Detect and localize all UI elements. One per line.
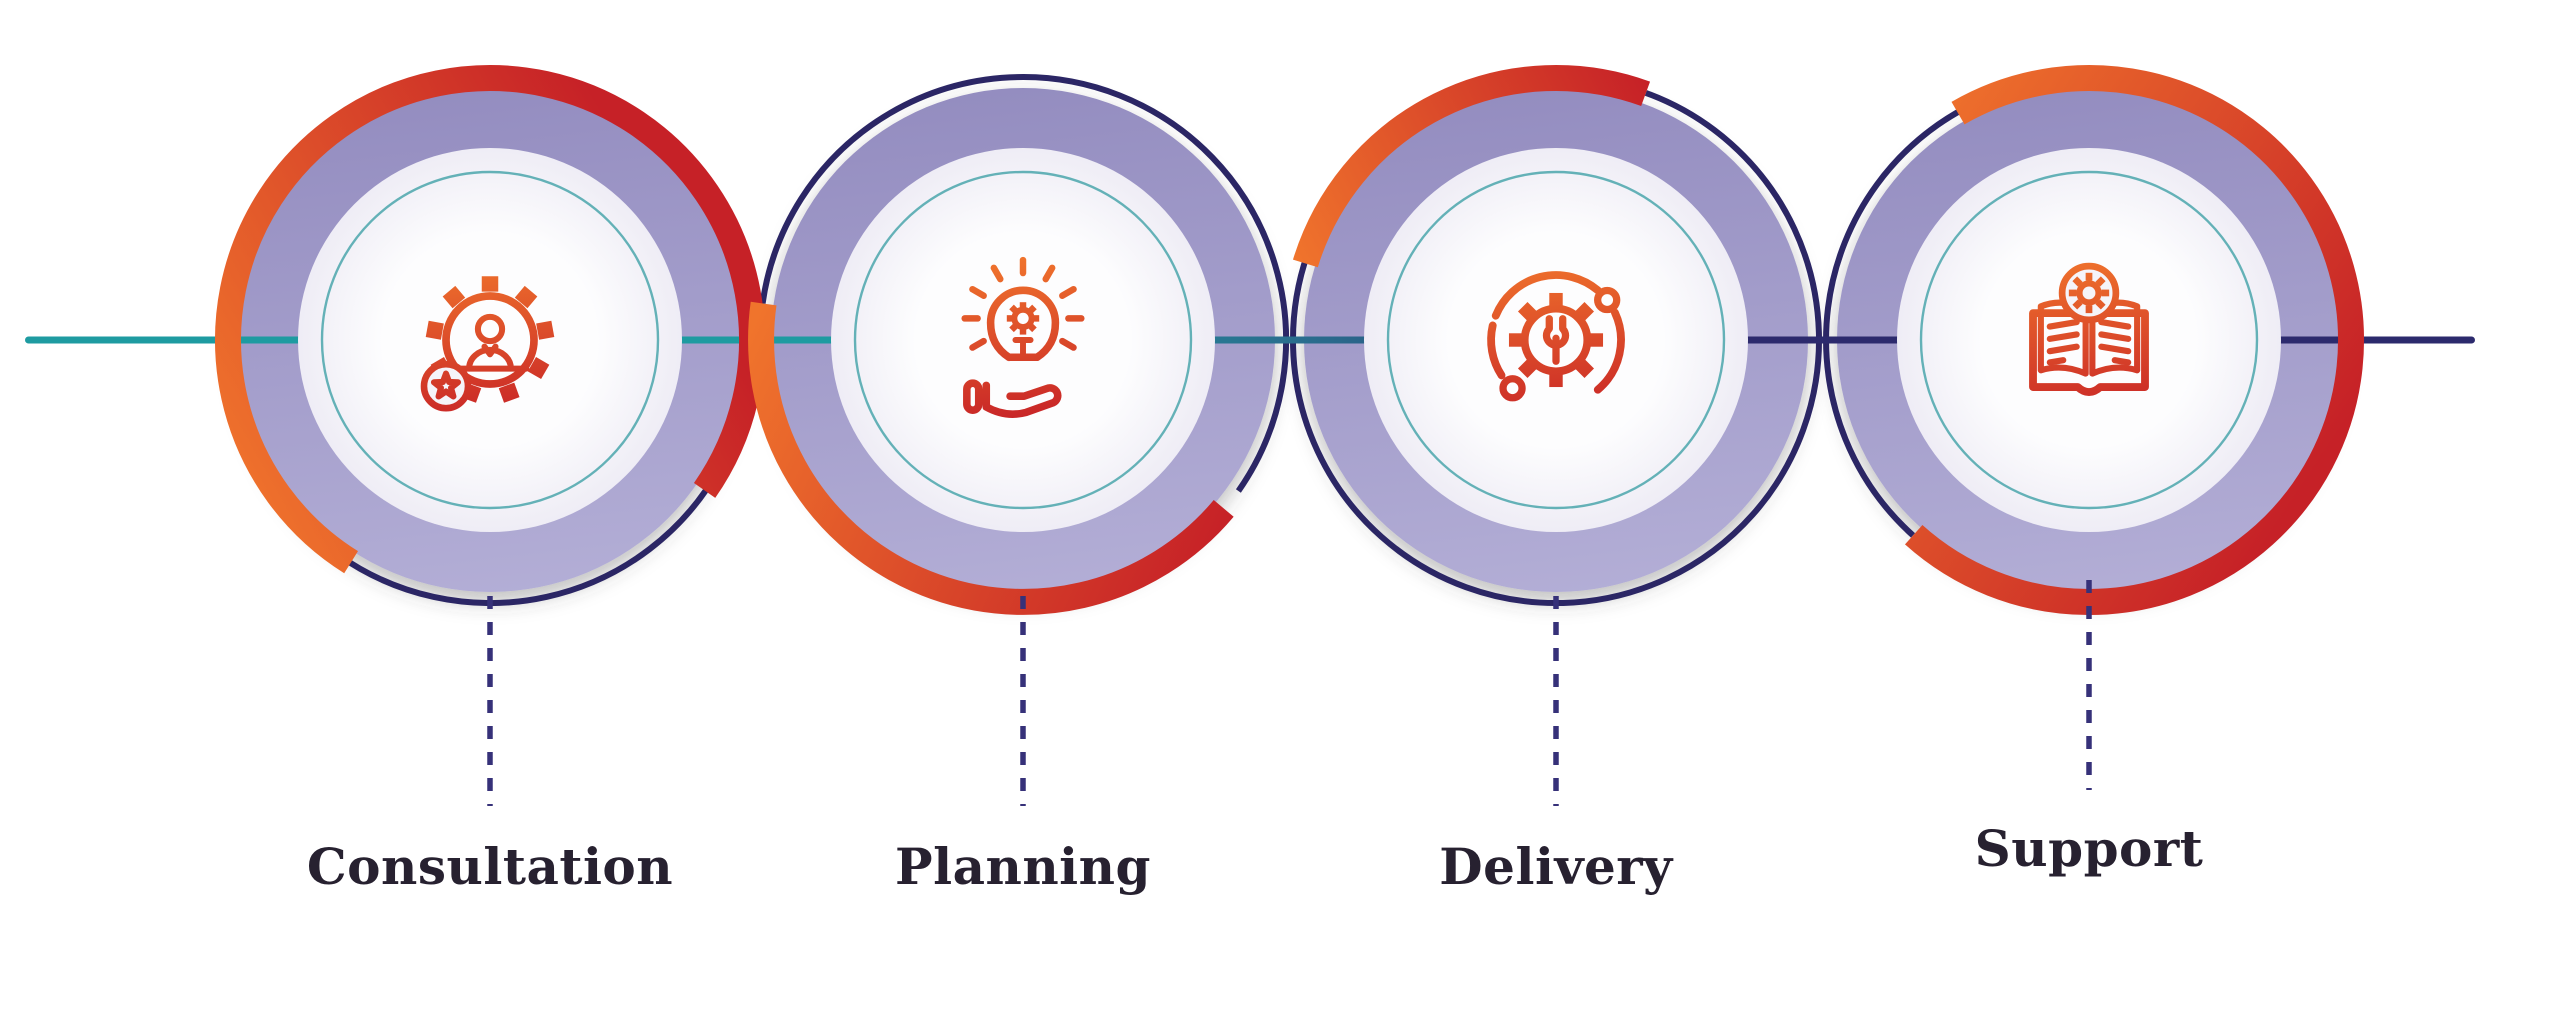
step-planning xyxy=(831,148,1215,532)
step-label-support: Support xyxy=(1975,819,2204,878)
navy-arcs xyxy=(337,74,1968,607)
step-labels: Consultation Planning Delivery Support xyxy=(307,819,2203,896)
step-label-delivery: Delivery xyxy=(1439,837,1674,896)
inner-circle xyxy=(1897,148,2281,532)
navy-arc xyxy=(337,469,721,607)
navy-arc xyxy=(759,74,1290,493)
teal-hairline-ring xyxy=(853,170,1193,510)
accent-arcs xyxy=(215,64,2365,615)
open-book-gear-icon xyxy=(2029,262,2149,396)
teal-hairline-ring xyxy=(320,170,660,510)
step-consultation xyxy=(298,148,682,532)
navy-arc xyxy=(1290,90,1822,606)
step-support xyxy=(1897,148,2281,532)
accent-arc xyxy=(215,65,766,574)
step-delivery xyxy=(1364,148,1748,532)
accent-arc xyxy=(748,301,1234,615)
teal-hairline-ring xyxy=(1386,170,1726,510)
step-label-planning: Planning xyxy=(895,837,1151,896)
gear-person-star-icon xyxy=(420,276,555,412)
accent-arc xyxy=(1905,65,2365,615)
navy-arc xyxy=(1823,105,1968,538)
gear-wrench-orbit-icon xyxy=(1487,271,1625,402)
drop-connectors xyxy=(487,580,2092,806)
accent-arc xyxy=(1292,64,1651,268)
lightbulb-gear-hand-icon xyxy=(961,256,1085,418)
step-label-consultation: Consultation xyxy=(307,837,673,896)
teal-hairline-ring xyxy=(1919,170,2259,510)
